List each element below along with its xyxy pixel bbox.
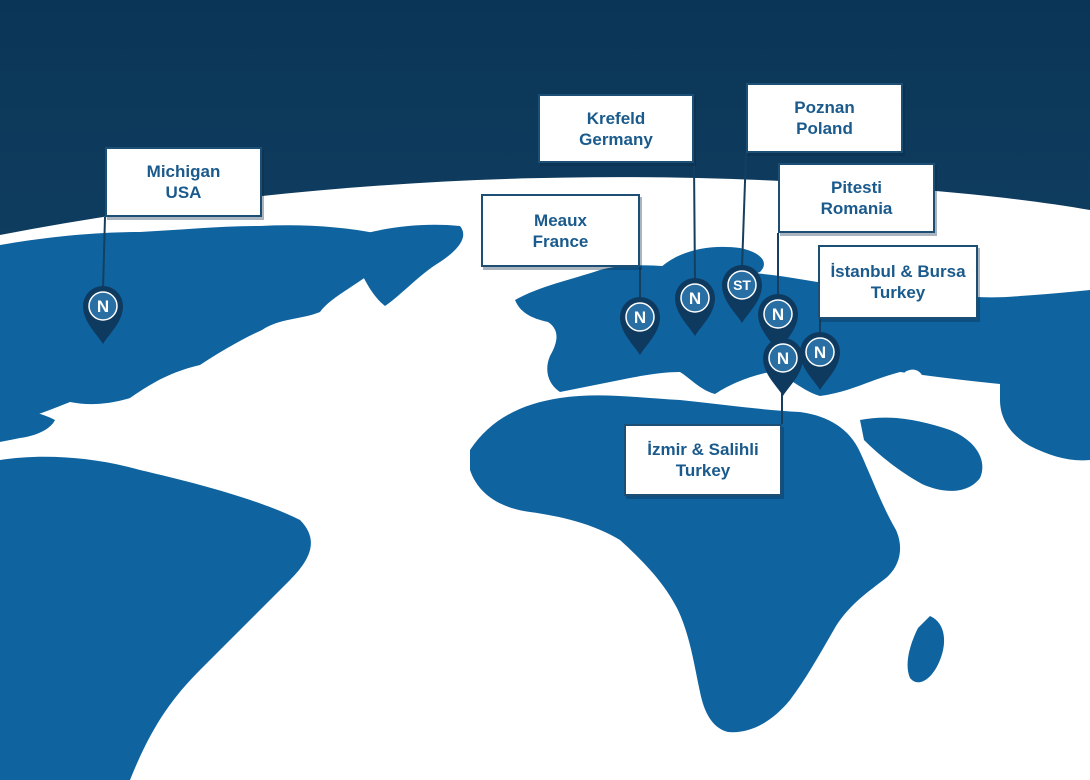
central-america-land <box>0 409 55 442</box>
location-name: Krefeld <box>586 108 646 128</box>
location-country: Turkey <box>675 461 731 480</box>
arctic-islands-land-2 <box>255 229 320 244</box>
n-logo-icon: N <box>772 305 784 324</box>
st-logo-icon: ST <box>733 277 751 293</box>
pin-ring <box>763 299 793 329</box>
map-pin-poznan[interactable]: ST <box>722 265 762 323</box>
north-america-land <box>0 225 393 426</box>
location-name: İstanbul & Bursa <box>830 262 966 281</box>
south-america-land <box>0 456 311 780</box>
location-country: Turkey <box>870 283 926 302</box>
n-logo-icon: N <box>634 308 646 327</box>
map-pin-istanbul[interactable]: N <box>800 332 840 390</box>
location-country: Poland <box>796 119 853 138</box>
leader-line-krefeld <box>693 162 696 283</box>
africa-land <box>470 395 901 733</box>
arctic-islands-land <box>150 234 240 251</box>
pin-ring <box>625 302 655 332</box>
greenland-land <box>350 224 464 306</box>
leader-line-michigan <box>102 216 106 291</box>
location-name: Pitesti <box>830 178 883 197</box>
leader-lines <box>102 152 821 424</box>
asia-land <box>1000 376 1090 461</box>
map-pin-michigan[interactable]: N <box>83 286 123 344</box>
location-country: USA <box>165 183 202 202</box>
map-pin-pitesti[interactable]: N <box>758 294 798 352</box>
n-logo-icon: N <box>777 349 789 368</box>
location-country: France <box>532 231 589 251</box>
location-country: Romania <box>820 199 893 218</box>
location-name: Meaux <box>534 210 587 230</box>
pin-ring <box>805 337 835 367</box>
pin-ring <box>727 270 757 300</box>
pin-ring <box>768 343 798 373</box>
map-pin-krefeld[interactable]: N <box>675 278 715 336</box>
pins-layer: N N ST N N N N <box>83 265 840 396</box>
location-name: Poznan <box>794 98 855 117</box>
map-pin-meaux[interactable]: N <box>620 297 660 355</box>
n-logo-icon: N <box>689 289 701 308</box>
madagascar-land <box>907 616 945 683</box>
n-logo-icon: N <box>814 343 826 362</box>
arabian-peninsula-land <box>860 417 983 491</box>
british-isles-land <box>595 279 621 309</box>
caspian-sea <box>901 369 925 401</box>
leader-line-poznan <box>741 152 747 269</box>
pin-ring <box>88 291 118 321</box>
location-name: İzmir & Salihli <box>647 440 759 459</box>
map-pin-izmir[interactable]: N <box>763 338 803 396</box>
n-logo-icon: N <box>97 297 109 316</box>
location-name: Michigan <box>146 162 221 181</box>
location-country: Germany <box>579 129 653 149</box>
pin-ring <box>680 283 710 313</box>
